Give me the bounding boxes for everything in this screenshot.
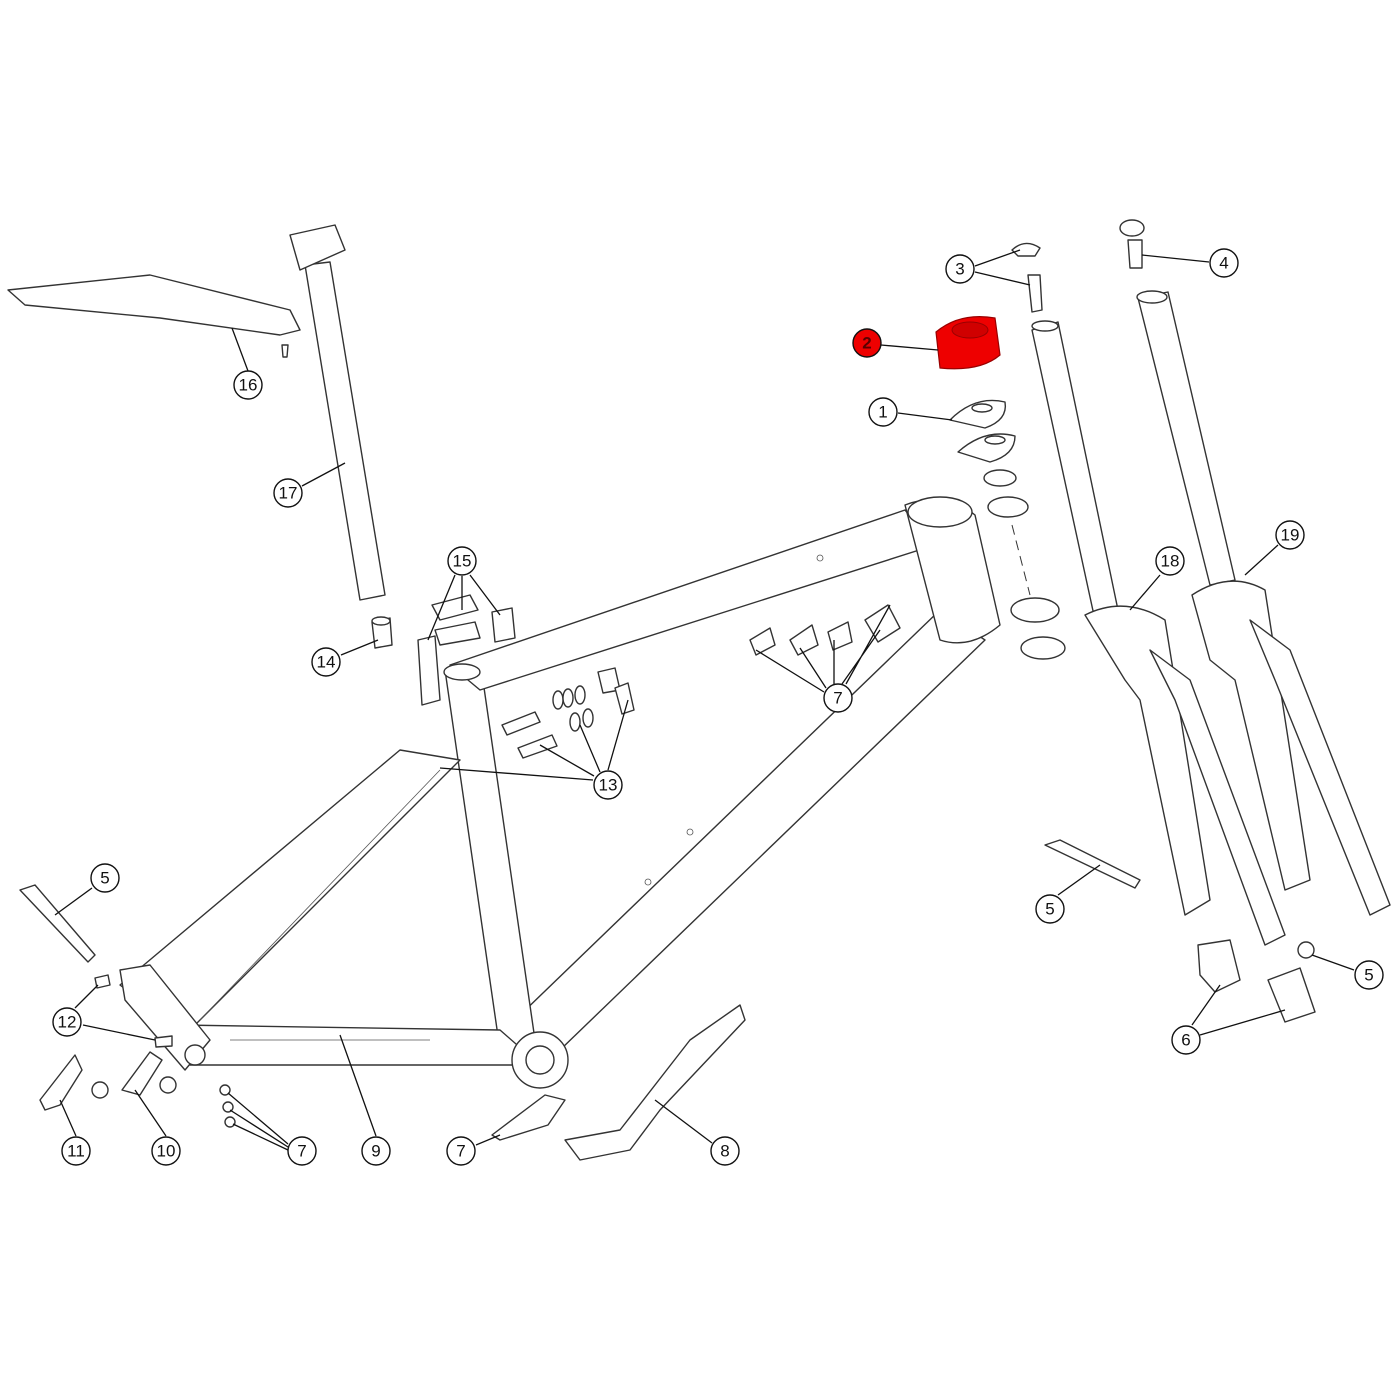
bb-covers[interactable]: [491, 1004, 746, 1161]
svg-text:3: 3: [955, 260, 964, 279]
svg-text:7: 7: [297, 1142, 306, 1161]
rear-fender[interactable]: [7, 274, 301, 358]
svg-text:8: 8: [720, 1142, 729, 1161]
callout-9: 9: [361, 1136, 391, 1166]
frame[interactable]: [119, 496, 1001, 1089]
callout-7-ports: 7: [823, 683, 853, 713]
thru-axles[interactable]: [19, 839, 1315, 963]
callout-4: 4: [1209, 248, 1239, 278]
svg-text:5: 5: [100, 869, 109, 888]
callout-7-bolts: 7: [287, 1136, 317, 1166]
svg-text:9: 9: [371, 1142, 380, 1161]
svg-text:10: 10: [157, 1142, 176, 1161]
callout-16: 16: [233, 370, 263, 400]
svg-text:18: 18: [1161, 552, 1180, 571]
svg-text:1: 1: [878, 403, 887, 422]
callout-11: 11: [61, 1136, 91, 1166]
callout-5-rear-axle: 5: [90, 863, 120, 893]
callout-12: 12: [52, 1007, 82, 1037]
svg-text:7: 7: [833, 689, 842, 708]
svg-text:5: 5: [1364, 966, 1373, 985]
hardware-13[interactable]: [501, 667, 635, 759]
seatpost[interactable]: [289, 224, 386, 601]
callout-13: 13: [593, 770, 623, 800]
callout-5-nut: 5: [1354, 960, 1384, 990]
seat-clamp[interactable]: [371, 616, 393, 649]
svg-text:5: 5: [1045, 900, 1054, 919]
svg-text:16: 16: [239, 376, 258, 395]
callout-6: 6: [1171, 1025, 1201, 1055]
cable-ports[interactable]: [749, 604, 901, 656]
svg-text:2: 2: [862, 334, 871, 353]
svg-text:6: 6: [1181, 1031, 1190, 1050]
svg-text:7: 7: [456, 1142, 465, 1161]
callout-15: 15: [447, 546, 477, 576]
svg-text:13: 13: [599, 776, 618, 795]
fork-18[interactable]: [1031, 320, 1286, 946]
callout-3: 3: [945, 254, 975, 284]
leader-lines: [54, 249, 1355, 1151]
fork-19[interactable]: [1136, 290, 1391, 916]
headset[interactable]: [935, 219, 1145, 660]
svg-text:19: 19: [1281, 526, 1300, 545]
callout-8: 8: [710, 1136, 740, 1166]
svg-text:14: 14: [317, 653, 336, 672]
svg-text:12: 12: [58, 1013, 77, 1032]
callout-1: 1: [868, 397, 898, 427]
callout-2-highlighted[interactable]: 2: [852, 328, 882, 358]
callout-17: 17: [273, 478, 303, 508]
fork-covers[interactable]: [1197, 939, 1316, 1023]
svg-text:11: 11: [67, 1142, 85, 1161]
svg-text:15: 15: [453, 552, 472, 571]
callout-5-front-axle: 5: [1035, 894, 1065, 924]
svg-text:4: 4: [1219, 254, 1228, 273]
callout-18: 18: [1155, 546, 1185, 576]
callout-19: 19: [1275, 520, 1305, 550]
hangers[interactable]: [39, 974, 236, 1128]
callout-14: 14: [311, 647, 341, 677]
callout-7-guard: 7: [446, 1136, 476, 1166]
cable-guides[interactable]: [417, 594, 516, 706]
svg-text:17: 17: [279, 484, 298, 503]
callout-10: 10: [151, 1136, 181, 1166]
